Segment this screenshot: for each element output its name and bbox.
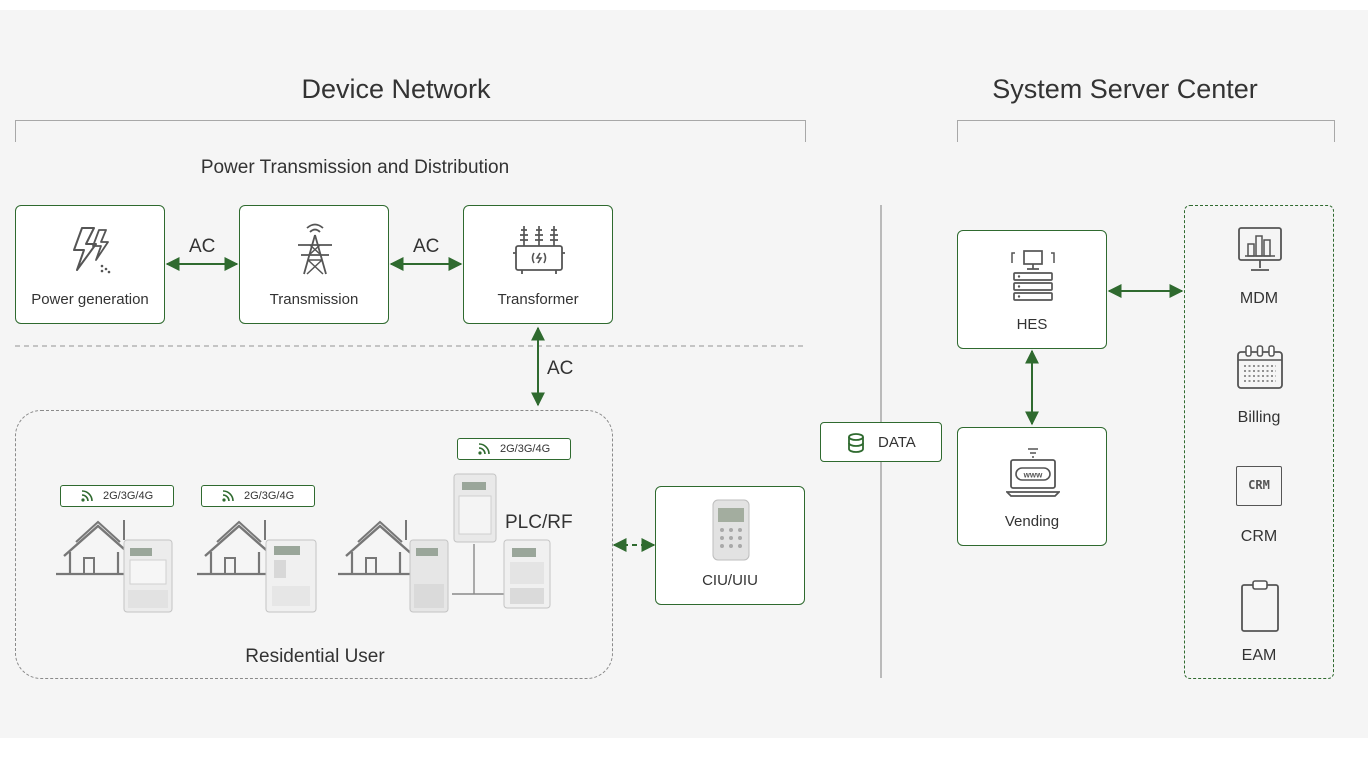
server-icon (1011, 250, 1055, 301)
residential-user-label: Residential User (245, 646, 385, 667)
plc-rf-label: PLC/RF (505, 512, 573, 533)
laptop-www-icon: www (1006, 448, 1060, 497)
electric-meter-icon (453, 473, 497, 543)
power-td-subtitle: Power Transmission and Distribution (200, 157, 510, 178)
network-tag-text: 2G/3G/4G (103, 490, 154, 502)
crm-icon: CRM (1236, 466, 1282, 506)
house-icon (338, 520, 415, 576)
transmission-node: Transmission (239, 205, 389, 324)
device-network-title: Device Network (301, 74, 491, 104)
transmission-tower-icon (298, 223, 332, 275)
data-pill: DATA (820, 422, 942, 462)
transformer-icon (513, 226, 565, 274)
transformer-node: Transformer (463, 205, 613, 324)
power-generation-label: Power generation (31, 291, 149, 308)
ciu-uiu-label: CIU/UIU (702, 572, 758, 589)
hes-label: HES (1016, 316, 1048, 333)
vending-label: Vending (1004, 513, 1060, 530)
mdm-chart-icon (1238, 227, 1282, 271)
ac-label-1: AC (189, 236, 216, 257)
network-tag-2: 2G/3G/4G (201, 485, 315, 507)
database-icon (848, 433, 864, 453)
signal-icon (222, 490, 234, 502)
lightning-icon (73, 227, 111, 274)
power-generation-node: Power generation (15, 205, 165, 324)
network-tag-text: 2G/3G/4G (244, 490, 295, 502)
network-tag-3: 2G/3G/4G (457, 438, 571, 460)
vending-node: www Vending (957, 427, 1107, 546)
residential-user-area: Residential User (15, 410, 613, 679)
eam-clipboard-icon (1241, 580, 1279, 632)
system-server-bracket (957, 120, 1335, 142)
ac-label-2: AC (413, 236, 440, 257)
house-icon (197, 520, 274, 576)
electric-meter-icon (409, 539, 449, 613)
server-label-eam: EAM (1241, 647, 1277, 664)
diagram-panel (0, 10, 1368, 738)
system-server-center-title: System Server Center (992, 74, 1258, 104)
ciu-device-icon (712, 499, 750, 561)
network-tag-text: 2G/3G/4G (500, 443, 551, 455)
electric-meter-icon (265, 539, 317, 613)
ac-label-3: AC (547, 358, 574, 379)
hes-node: HES (957, 230, 1107, 349)
network-tag-1: 2G/3G/4G (60, 485, 174, 507)
billing-calendar-icon (1237, 345, 1283, 389)
server-systems-panel: MDM Billing CRM CRM EAM (1184, 205, 1334, 679)
signal-icon (81, 490, 93, 502)
data-label: DATA (878, 434, 916, 451)
signal-icon (478, 443, 490, 455)
server-label-crm: CRM (1240, 528, 1278, 545)
transformer-label: Transformer (497, 291, 579, 308)
electric-meter-icon (503, 539, 551, 609)
crm-icon-text: CRM (1248, 478, 1270, 492)
transmission-label: Transmission (269, 291, 359, 308)
house-icon (56, 520, 133, 576)
server-label-billing: Billing (1237, 409, 1281, 426)
device-network-bracket (15, 120, 806, 142)
svg-text:www: www (1023, 471, 1043, 480)
ciu-uiu-node: CIU/UIU (655, 486, 805, 605)
electric-meter-icon (123, 539, 173, 613)
server-label-mdm: MDM (1239, 290, 1279, 307)
